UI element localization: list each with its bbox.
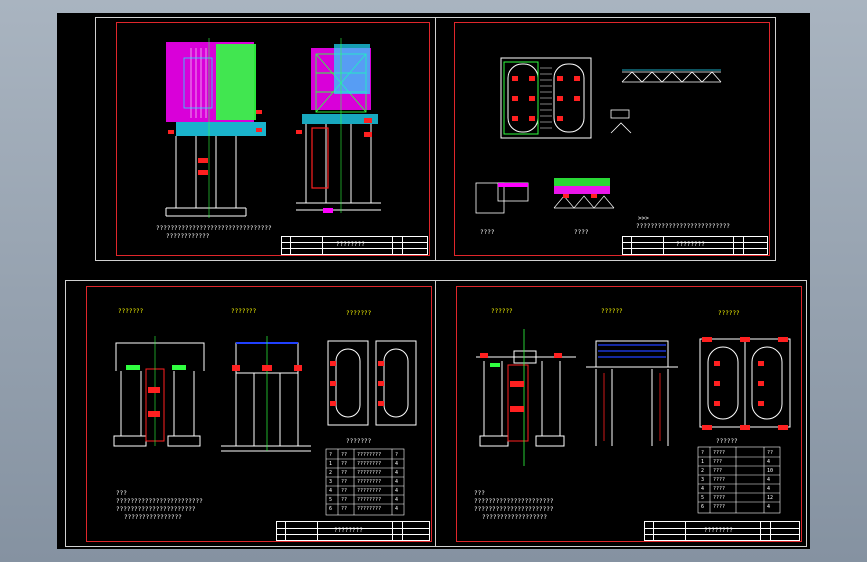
- sheet-2-frame: [454, 22, 770, 256]
- table-cell: ????????: [357, 461, 382, 467]
- table-cell: ?: [395, 452, 399, 458]
- table-cell: 4: [329, 488, 333, 494]
- table-cell: ?: [701, 450, 705, 456]
- table-cell: ??: [341, 497, 348, 503]
- drawing-viewport[interactable]: ???????????????????????????????? ???????…: [57, 13, 810, 549]
- sheet-4-frame: [456, 286, 802, 542]
- sheet-3-note-3: ??????????????????????: [116, 506, 196, 513]
- table-cell: ????: [713, 495, 726, 501]
- sheet-3-note-1: ???: [116, 490, 127, 497]
- sheet-4-title-block: [644, 521, 800, 541]
- sheet-3-view-3-title: ???????: [346, 310, 372, 317]
- sheet-1[interactable]: ???????????????????????????????? ???????…: [95, 17, 438, 261]
- sheet-2-title-name: ????????: [676, 241, 705, 248]
- table-cell: ????????: [357, 497, 382, 503]
- sheet-4-view-2-title: ??????: [601, 308, 623, 315]
- table-cell: ??: [341, 461, 348, 467]
- table-cell: ??: [341, 479, 348, 485]
- table-cell: 5: [701, 495, 705, 501]
- sheet-3-frame: [86, 286, 432, 542]
- table-cell: 4: [395, 461, 399, 467]
- table-cell: 4: [395, 470, 399, 476]
- table-cell: 6: [329, 506, 333, 512]
- table-cell: 4: [767, 504, 771, 510]
- sheet-1-title-name: ????????: [336, 241, 365, 248]
- sheet-4[interactable]: ?????? ?????? ??????: [435, 280, 807, 547]
- table-cell: 4: [767, 459, 771, 465]
- table-cell: ??: [767, 450, 774, 456]
- sheet-4-note-2: ??????????????????????: [474, 498, 554, 505]
- sheet-3-view-1-title: ???????: [118, 308, 144, 315]
- table-cell: ????: [713, 486, 726, 492]
- sheet-2-detail-2: ????: [574, 229, 589, 236]
- table-cell: ???: [713, 459, 723, 465]
- table-cell: 6: [701, 504, 705, 510]
- table-cell: 1: [701, 459, 705, 465]
- table-cell: 1: [329, 461, 333, 467]
- sheet-3-table-title: ???????: [346, 438, 372, 445]
- table-cell: ????????: [357, 488, 382, 494]
- sheet-2-note-1: >>>: [638, 215, 649, 222]
- sheet-2-detail-1: ????: [480, 229, 495, 236]
- table-cell: 4: [395, 497, 399, 503]
- sheet-3-drawing: [113, 336, 417, 516]
- table-cell: 4: [701, 486, 705, 492]
- sheet-4-title-name: ????????: [704, 527, 733, 534]
- table-cell: 4: [395, 488, 399, 494]
- sheet-2[interactable]: ???? ???? >>> ??????????????????????????…: [435, 17, 776, 261]
- sheet-1-frame: [116, 22, 430, 256]
- sheet-3-title-name: ????????: [334, 527, 363, 534]
- sheet-4-note-4: ??????????????????: [482, 514, 548, 521]
- table-cell: ??: [341, 506, 348, 512]
- table-cell: 4: [395, 479, 399, 485]
- table-cell: ????: [713, 450, 726, 456]
- table-cell: 2: [701, 468, 705, 474]
- sheet-4-view-1-title: ??????: [491, 308, 513, 315]
- sheet-2-note-2: ??????????????????????????: [636, 223, 730, 230]
- sheet-3-note-2: ????????????????????????: [116, 498, 203, 505]
- sheet-3-note-4: ????????????????: [124, 514, 182, 521]
- sheet-1-title-block: [281, 236, 428, 255]
- table-cell: ????????: [357, 506, 382, 512]
- table-cell: 4: [395, 506, 399, 512]
- table-cell: 3: [329, 479, 333, 485]
- table-cell: 2: [329, 470, 333, 476]
- sheet-1-drawing: [165, 38, 381, 218]
- table-cell: ????????: [357, 452, 382, 458]
- sheet-1-note-2: ????????????: [166, 233, 210, 240]
- sheet-3[interactable]: ??????? ??????? ???????: [65, 280, 437, 547]
- table-cell: ????: [713, 477, 726, 483]
- table-cell: ????: [713, 504, 726, 510]
- table-cell: 10: [767, 468, 774, 474]
- table-cell: 4: [767, 477, 771, 483]
- sheet-2-drawing: [475, 57, 722, 214]
- table-cell: 3: [701, 477, 705, 483]
- table-cell: ?: [329, 452, 333, 458]
- table-cell: ????????: [357, 470, 382, 476]
- table-cell: ??: [341, 452, 348, 458]
- table-cell: ??: [341, 488, 348, 494]
- table-cell: 4: [767, 486, 771, 492]
- sheet-4-note-3: ??????????????????????: [474, 506, 554, 513]
- sheet-3-title-block: [276, 521, 430, 541]
- table-cell: 12: [767, 495, 774, 501]
- sheet-3-view-2-title: ???????: [231, 308, 257, 315]
- sheet-4-table-title: ??????: [716, 438, 738, 445]
- table-cell: ????????: [357, 479, 382, 485]
- sheet-1-note-1: ????????????????????????????????: [156, 225, 272, 232]
- sheet-4-view-3-title: ??????: [718, 310, 740, 317]
- sheet-2-title-block: [622, 236, 768, 255]
- sheet-4-note-1: ???: [474, 490, 485, 497]
- sheet-4-drawing: [476, 329, 791, 514]
- table-cell: 5: [329, 497, 333, 503]
- table-cell: ??: [341, 470, 348, 476]
- table-cell: ???: [713, 468, 723, 474]
